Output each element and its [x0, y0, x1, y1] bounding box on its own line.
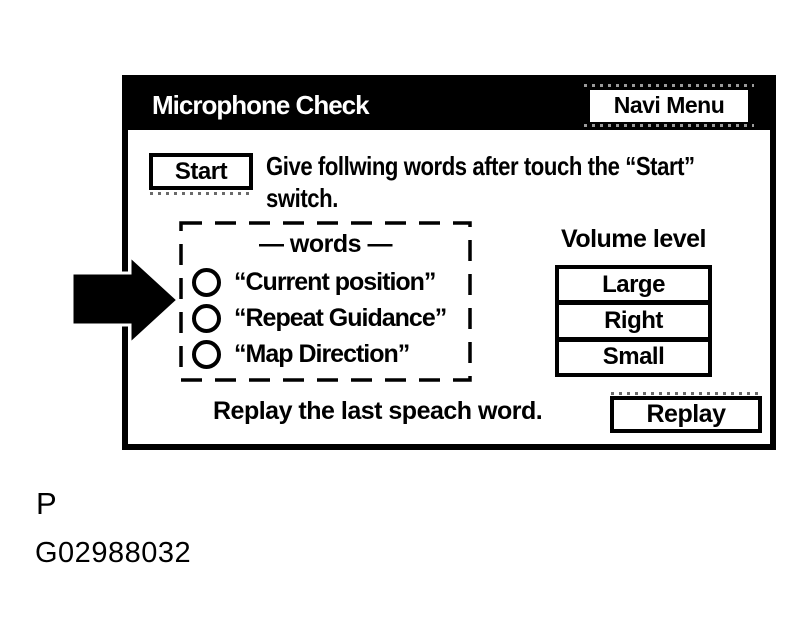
navi-menu-button[interactable]: Navi Menu [584, 83, 754, 127]
pointer-arrow-icon [70, 252, 181, 348]
replay-button[interactable]: Replay [610, 392, 762, 433]
instruction-line-1: Give follwing words after touch the “Sta… [266, 151, 695, 181]
words-heading: — words — [258, 230, 393, 258]
instruction-line-2: switch. [266, 183, 338, 213]
word-label: “Current position” [234, 267, 436, 296]
replay-caption: Replay the last speach word. [213, 397, 543, 425]
page-title: Microphone Check [152, 90, 370, 120]
dashed-border [179, 221, 472, 382]
volume-level-box: Large Right Small [555, 265, 712, 377]
figure-code: G02988032 [35, 537, 192, 569]
volume-level-label: Volume level [561, 225, 707, 253]
figure-label: P [36, 486, 57, 521]
screen-content: Start Give follwing words after touch th… [128, 130, 770, 444]
words-box: — words — “Current position” “Repeat Gui… [179, 221, 472, 382]
radio-circle-icon [192, 339, 221, 369]
word-row-repeat-guidance: “Repeat Guidance” [179, 300, 472, 336]
microphone-check-screen: Microphone Check Navi Menu Start Give fo… [122, 75, 776, 450]
word-label: “Map Direction” [234, 339, 410, 368]
instruction-text: Give follwing words after touch the “Sta… [266, 150, 695, 214]
volume-small-button[interactable]: Small [559, 341, 708, 373]
title-bar: Microphone Check Navi Menu [128, 81, 770, 130]
word-row-current-position: “Current position” [179, 264, 472, 300]
radio-circle-icon [192, 267, 221, 297]
word-label: “Repeat Guidance” [234, 303, 447, 332]
radio-circle-icon [192, 303, 221, 333]
start-button[interactable]: Start [149, 153, 253, 195]
volume-large-button[interactable]: Large [559, 269, 708, 301]
word-row-map-direction: “Map Direction” [179, 336, 472, 372]
words-list: “Current position” “Repeat Guidance” “Ma… [179, 264, 472, 372]
start-row: Start Give follwing words after touch th… [149, 150, 770, 214]
volume-right-button[interactable]: Right [559, 305, 708, 337]
